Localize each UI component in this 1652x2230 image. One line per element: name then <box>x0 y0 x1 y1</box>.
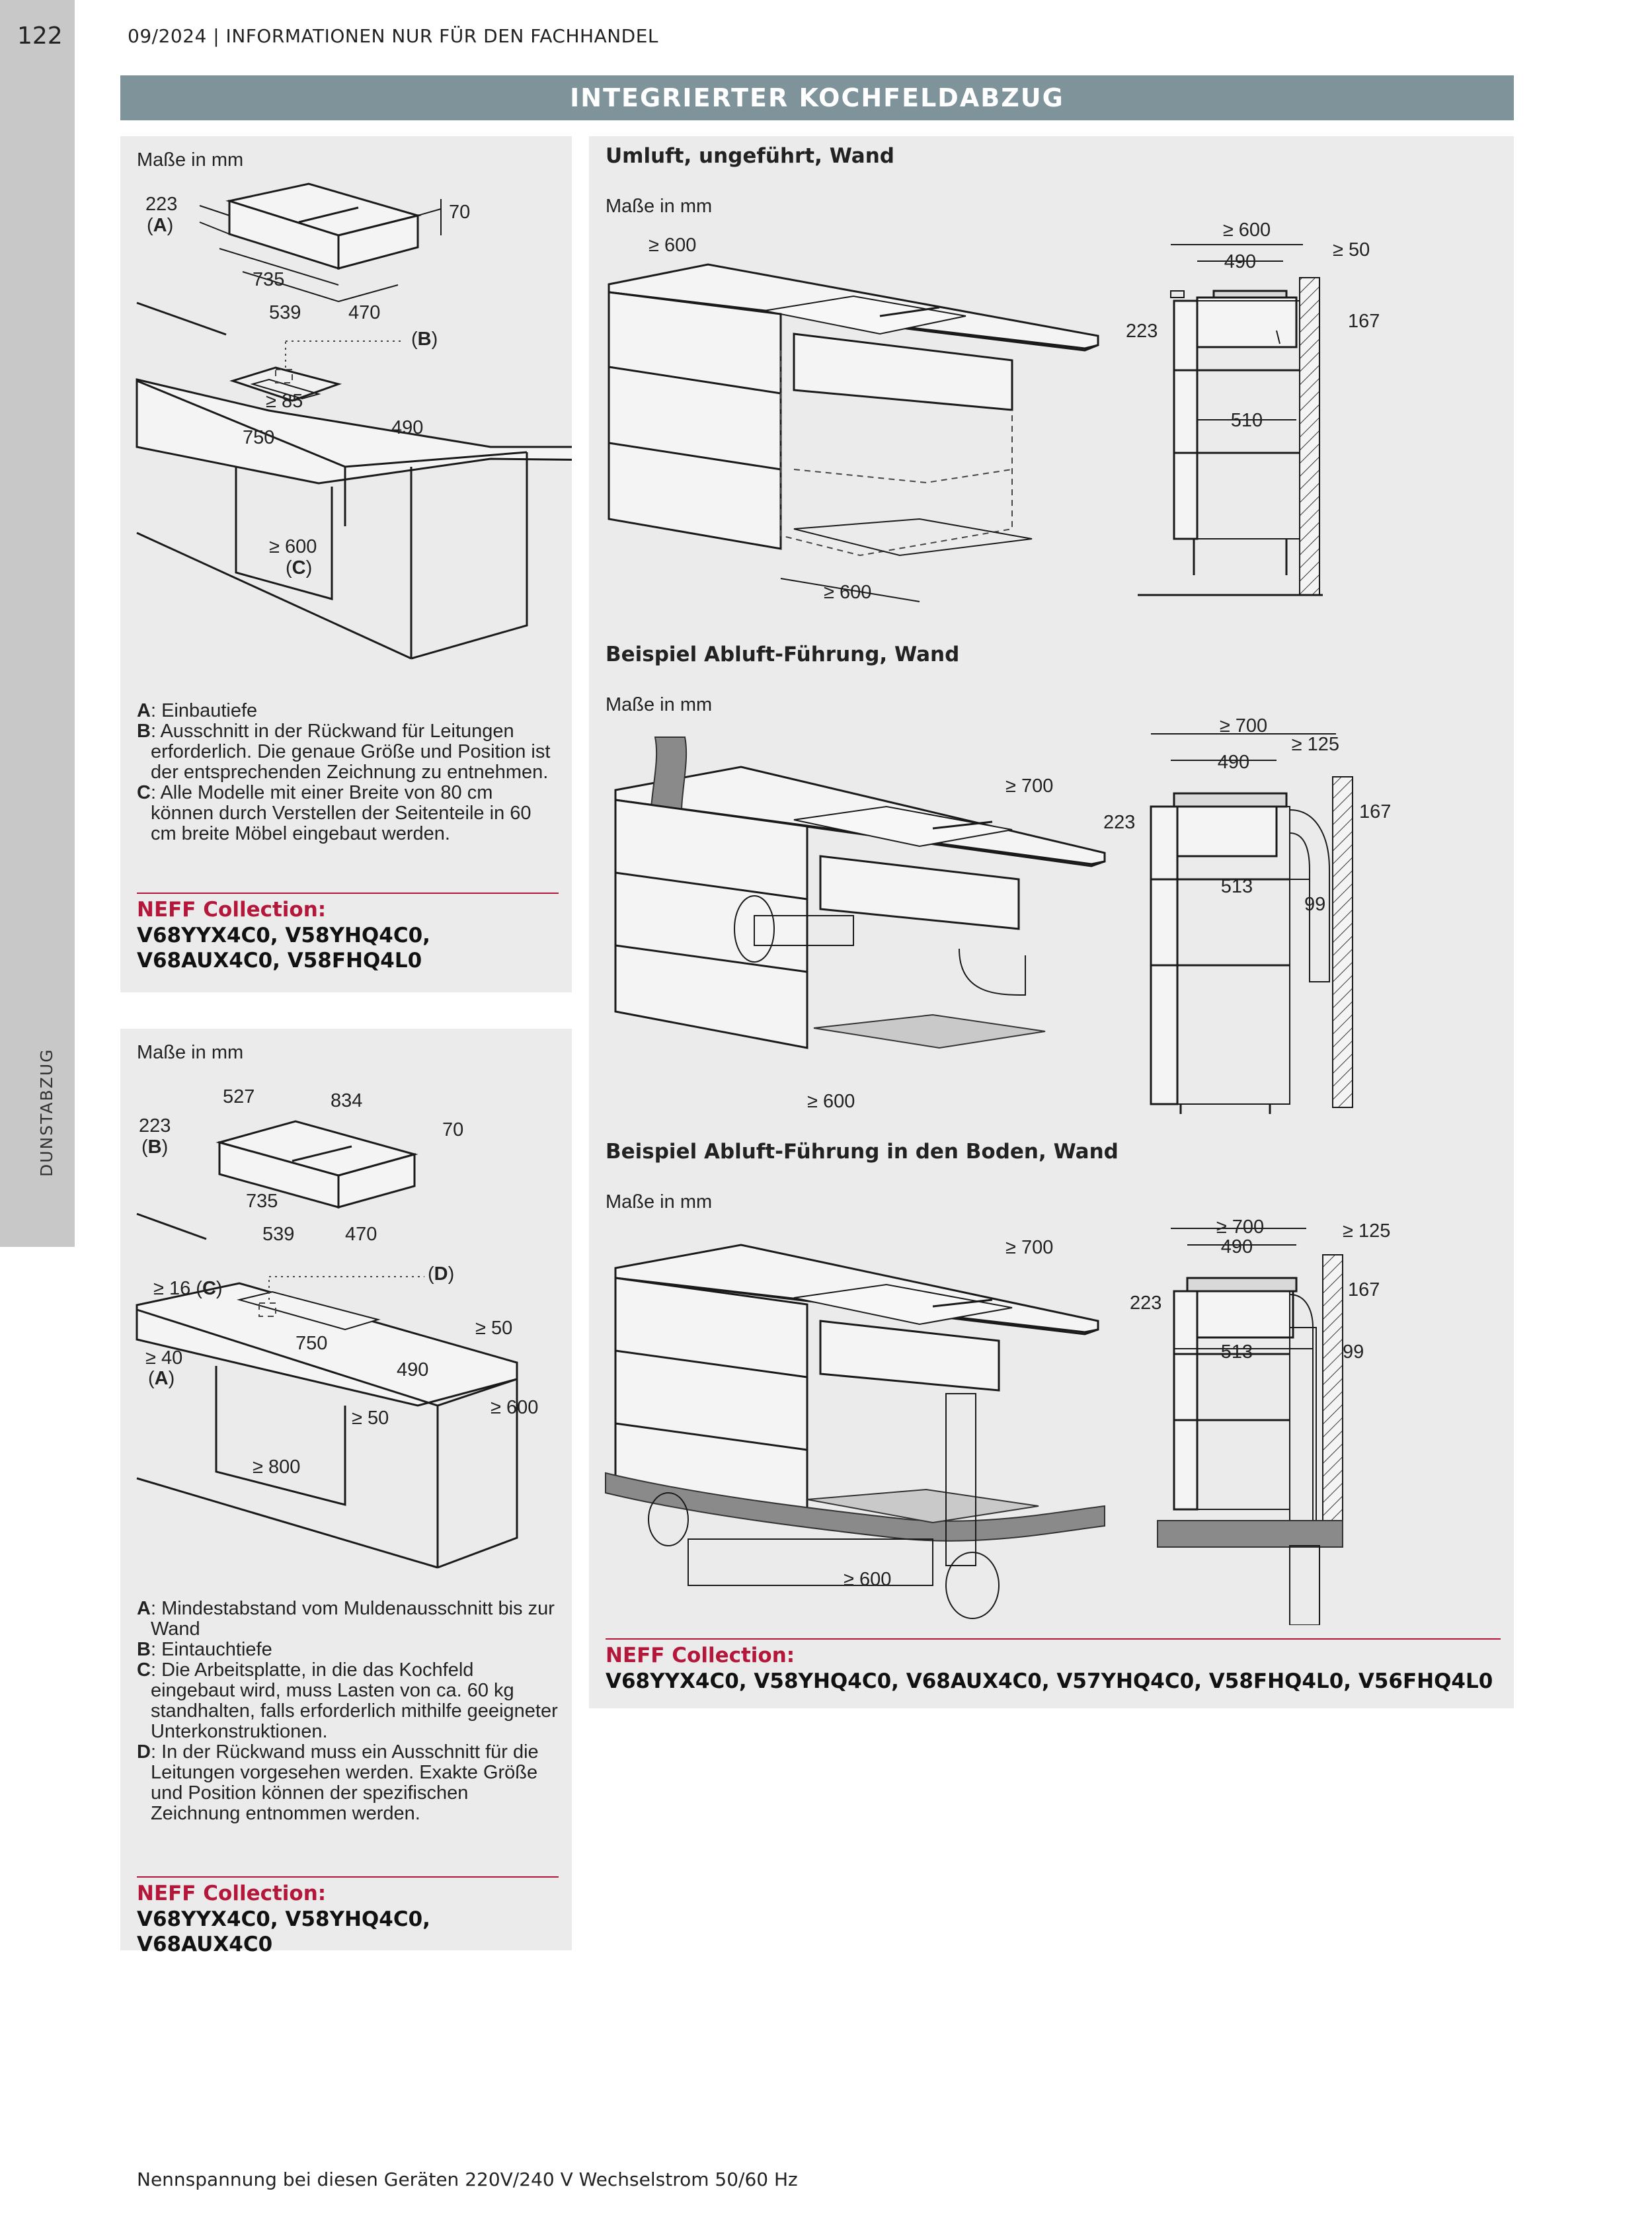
dim-600: ≥ 600 <box>491 1397 538 1418</box>
dim-735: 735 <box>253 269 284 290</box>
dim-C: (C) <box>286 557 312 578</box>
dim-490: 490 <box>1218 752 1249 773</box>
dim-125: ≥ 125 <box>1292 734 1339 755</box>
dim-223: 223 <box>139 1115 171 1136</box>
units-label: Maße in mm <box>606 196 713 217</box>
dim-167: 167 <box>1348 1279 1380 1300</box>
dim-223: 223 <box>1130 1293 1161 1314</box>
dim-A: (A) <box>148 1368 175 1389</box>
section-title-umluft: Umluft, ungeführt, Wand <box>606 144 894 168</box>
dim-600: ≥ 600 <box>844 1569 891 1590</box>
dim-750: 750 <box>243 427 274 448</box>
dim-223: 223 <box>145 194 177 215</box>
dim-735: 735 <box>246 1191 278 1212</box>
dim-70: 70 <box>442 1119 463 1140</box>
panel2-drawing: 527 834 223 (B) 70 735 539 470 (D) ≥ 16 … <box>136 1086 538 1569</box>
dim-A: (A) <box>147 215 173 236</box>
dim-490: 490 <box>391 417 423 438</box>
neff-models: V68YYX4C0, V58YHQ4C0, V68AUX4C0, V57YHQ4… <box>606 1669 1493 1693</box>
dim-800: ≥ 800 <box>253 1456 300 1478</box>
dim-125: ≥ 125 <box>1343 1220 1390 1242</box>
dim-223: 223 <box>1103 812 1135 833</box>
page-header: 09/2024 | INFORMATIONEN NUR FÜR DEN FACH… <box>128 25 659 47</box>
dim-600: ≥ 600 <box>807 1091 855 1112</box>
dim-D: (D) <box>428 1263 454 1285</box>
dim-50: ≥ 50 <box>1333 239 1370 260</box>
panel1-drawing: 223 (A) 70 735 539 470 (B) ≥ 85 750 490 … <box>136 182 572 660</box>
dim-223: 223 <box>1126 321 1158 342</box>
dim-167: 167 <box>1348 311 1380 332</box>
dim-834: 834 <box>331 1090 362 1111</box>
neff-collection-title: NEFF Collection: <box>137 898 327 922</box>
divider <box>606 1638 1501 1640</box>
dim-490: 490 <box>1224 251 1256 272</box>
neff-models: V68YYX4C0, V58YHQ4C0, V68AUX4C0, V58FHQ4… <box>137 924 430 973</box>
dim-539: 539 <box>269 302 301 323</box>
dim-85: ≥ 85 <box>266 391 303 412</box>
page-title: INTEGRIERTER KOCHFELDABZUG <box>120 75 1514 120</box>
divider <box>137 1876 559 1878</box>
dim-600-side: ≥ 600 <box>1223 219 1271 241</box>
dim-750: 750 <box>295 1333 327 1354</box>
dim-470: 470 <box>348 302 380 323</box>
neff-collection-title: NEFF Collection: <box>137 1882 327 1905</box>
panel-dimensions-1 <box>120 136 572 992</box>
dim-700: ≥ 700 <box>1005 776 1053 797</box>
dim-B: (B) <box>411 329 438 350</box>
dim-490: 490 <box>1221 1236 1253 1257</box>
side-tab <box>0 0 75 1247</box>
dim-167: 167 <box>1359 801 1391 822</box>
legend-panel2: A: Mindestabstand vom Muldenausschnitt b… <box>137 1598 558 1824</box>
dim-513: 513 <box>1221 1341 1253 1363</box>
neff-collection-title: NEFF Collection: <box>606 1644 795 1667</box>
section2-drawing: ≥ 600 ≥ 700 ≥ 700 ≥ 125 490 223 167 513 … <box>614 717 1391 1114</box>
dim-700-side: ≥ 700 <box>1216 1216 1264 1238</box>
dim-490: 490 <box>397 1359 428 1380</box>
page-number: 122 <box>17 22 63 50</box>
dim-700-side: ≥ 700 <box>1220 717 1267 737</box>
side-section-label: DUNSTABZUG <box>37 1048 56 1177</box>
dim-600: ≥ 600 <box>269 536 317 557</box>
section-title-abluft-wand: Beispiel Abluft-Führung, Wand <box>606 643 960 666</box>
dim-539: 539 <box>262 1224 294 1245</box>
dim-527: 527 <box>223 1086 255 1107</box>
neff-models: V68YYX4C0, V58YHQ4C0, V68AUX4C0 <box>137 1907 430 1956</box>
units-label: Maße in mm <box>606 694 713 715</box>
dim-99: 99 <box>1304 894 1325 915</box>
dim-600-top: ≥ 600 <box>649 235 696 256</box>
units-label: Maße in mm <box>606 1191 713 1213</box>
section-title-abluft-boden: Beispiel Abluft-Führung in den Boden, Wa… <box>606 1140 1119 1164</box>
section1-drawing: ≥ 600 ≥ 600 ≥ 600 490 ≥ 50 223 167 510 <box>608 219 1380 603</box>
page-footer: Nennspannung bei diesen Geräten 220V/240… <box>137 2169 798 2190</box>
dim-50-right: ≥ 50 <box>475 1318 512 1339</box>
section3-drawing: ≥ 600 ≥ 700 ≥ 700 ≥ 125 490 223 167 513 … <box>605 1216 1390 1625</box>
dim-16: ≥ 16 (C) <box>153 1278 223 1299</box>
divider <box>137 893 559 894</box>
units-label: Maße in mm <box>137 1042 244 1063</box>
dim-99: 99 <box>1343 1341 1364 1363</box>
dim-510: 510 <box>1231 410 1263 431</box>
units-label: Maße in mm <box>137 149 244 171</box>
legend-panel1: A: Einbautiefe B: Ausschnitt in der Rück… <box>137 700 551 844</box>
dim-B: (B) <box>141 1136 168 1158</box>
dim-70: 70 <box>449 202 470 223</box>
dim-700: ≥ 700 <box>1005 1237 1053 1258</box>
dim-40: ≥ 40 <box>145 1347 182 1369</box>
dim-513: 513 <box>1221 876 1253 897</box>
dim-470: 470 <box>345 1224 377 1245</box>
dim-50-inner: ≥ 50 <box>352 1408 389 1429</box>
